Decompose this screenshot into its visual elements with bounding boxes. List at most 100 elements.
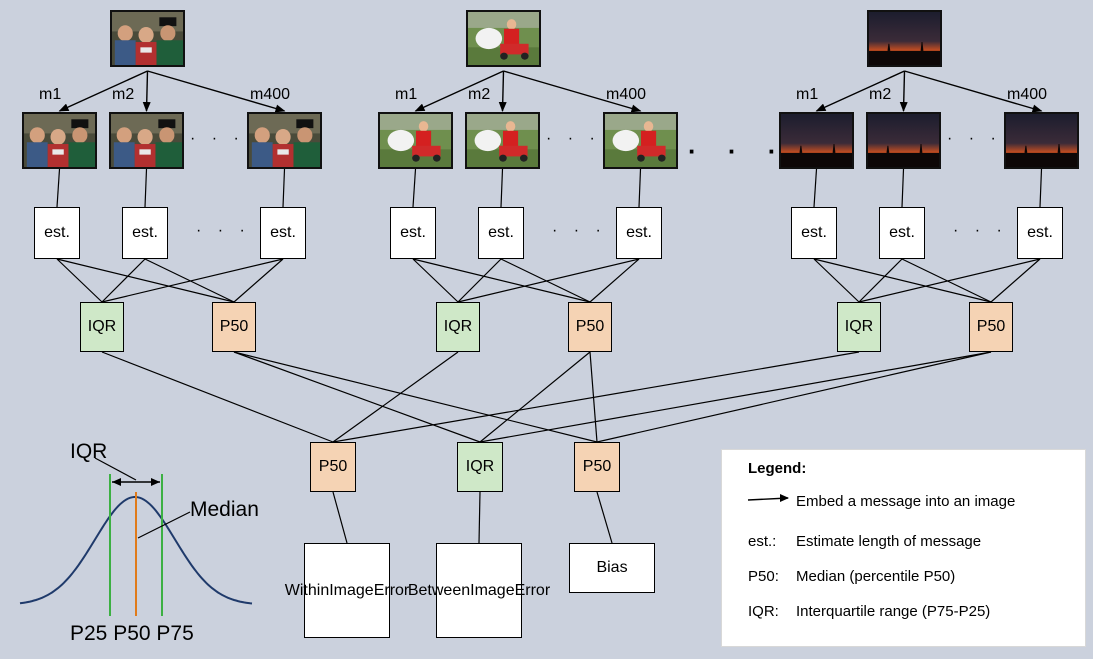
est-to-iqr-line: [813, 258, 860, 303]
legend-p50-text: Median (percentile P50): [796, 568, 956, 585]
est-to-iqr-line: [858, 258, 1041, 303]
group-ellipsis: · · ·: [688, 136, 789, 166]
embed-arrow: [498, 70, 507, 112]
est-to-p50-line: [990, 258, 1041, 303]
photo-of-boys-picture: [111, 114, 182, 167]
thumb-to-est-line: [901, 168, 905, 208]
est-to-p50-line: [589, 258, 640, 303]
est-to-iqr-line: [101, 258, 284, 303]
est-to-p50-line: [233, 258, 284, 303]
legend: Legend: Embed a message into an image es…: [721, 449, 1086, 647]
legend-arrow-icon: [747, 494, 789, 502]
est-ellipsis: · · ·: [552, 222, 607, 239]
group-iqr-box: IQR: [80, 302, 124, 352]
iqr-to-within-line: [332, 351, 860, 443]
stego-image-2-3: [603, 112, 678, 169]
photo-of-boys-picture: [249, 114, 320, 167]
iqr-arrowhead-right: [151, 478, 160, 486]
thumb-to-est-line: [56, 168, 61, 208]
message-label-m400: m400: [250, 86, 291, 103]
iqr-to-within-line: [332, 351, 459, 443]
est-to-iqr-line: [457, 258, 502, 303]
original-image-1: [110, 10, 185, 67]
estimate-box: est.: [1017, 207, 1063, 259]
thumb-to-est-line: [1039, 168, 1043, 208]
original-image-3: [867, 10, 942, 67]
stego-image-2-2: [465, 112, 540, 169]
embed-arrow: [503, 70, 642, 113]
group-iqr-box: IQR: [837, 302, 881, 352]
est-to-p50-line: [56, 258, 235, 303]
stego-image-3-2: [866, 112, 941, 169]
est-to-iqr-line: [101, 258, 146, 303]
p50-to-between-line: [233, 351, 481, 443]
stego-image-2-1: [378, 112, 453, 169]
photo-of-sunset-picture: [781, 114, 852, 167]
embed-arrow: [147, 70, 286, 113]
est-to-iqr-line: [858, 258, 903, 303]
estimate-box: est.: [879, 207, 925, 259]
legend-title: Legend:: [748, 460, 807, 477]
message-label-m1: m1: [39, 86, 62, 103]
node-to-output-line: [332, 491, 348, 544]
thumb-ellipsis: · · ·: [947, 130, 1002, 147]
photo-of-child-on-toy-car-picture: [380, 114, 451, 167]
est-ellipsis: · · ·: [196, 222, 251, 239]
stego-image-3-1: [779, 112, 854, 169]
message-label-m2: m2: [468, 86, 491, 103]
message-label-m400: m400: [606, 86, 647, 103]
node-to-output-line: [478, 491, 481, 544]
inset-iqr-label: IQR: [70, 440, 108, 463]
iqr-arrowhead-left: [112, 478, 121, 486]
photo-of-child-on-toy-car-picture: [468, 12, 539, 65]
embed-arrow: [899, 70, 908, 112]
estimate-box: est.: [390, 207, 436, 259]
thumb-ellipsis: · · ·: [546, 130, 601, 147]
group-p50-box: P50: [212, 302, 256, 352]
photo-of-boys-picture: [24, 114, 95, 167]
estimate-box: est.: [34, 207, 80, 259]
iqr-to-within-line: [101, 351, 334, 443]
legend-iqr-text: Interquartile range (P75-P25): [796, 603, 991, 620]
between-iqr-box: IQR: [457, 442, 503, 492]
est-to-iqr-line: [412, 258, 459, 303]
group-p50-box: P50: [568, 302, 612, 352]
embed-arrow: [142, 70, 151, 112]
stego-image-1-2: [109, 112, 184, 169]
estimate-box: est.: [616, 207, 662, 259]
est-ellipsis: · · ·: [953, 222, 1008, 239]
message-label-m2: m2: [112, 86, 135, 103]
group-iqr-box: IQR: [436, 302, 480, 352]
legend-est-key: est.:: [748, 533, 777, 550]
thumb-to-est-line: [282, 168, 286, 208]
p50-to-between-line: [479, 351, 992, 443]
message-label-m1: m1: [796, 86, 819, 103]
p50-to-bias-line: [233, 351, 598, 443]
message-label-m400: m400: [1007, 86, 1048, 103]
iqr-pointer-line: [94, 457, 137, 481]
message-label-m1: m1: [395, 86, 418, 103]
legend-iqr-key: IQR:: [748, 603, 779, 620]
legend-est-text: Estimate length of message: [796, 533, 982, 550]
thumb-to-est-line: [638, 168, 642, 208]
stego-image-3-3: [1004, 112, 1079, 169]
inset-percentile-labels: P25 P50 P75: [70, 622, 194, 645]
stego-image-1-1: [22, 112, 97, 169]
bias-p50-box: P50: [574, 442, 620, 492]
thumb-to-est-line: [412, 168, 417, 208]
est-to-p50-line: [412, 258, 591, 303]
estimate-box: est.: [260, 207, 306, 259]
est-to-iqr-line: [56, 258, 103, 303]
estimate-box: est.: [791, 207, 837, 259]
legend-arrow-text: Embed a message into an image: [796, 493, 1016, 510]
median-pointer-line: [137, 511, 191, 539]
thumb-to-est-line: [500, 168, 504, 208]
legend-p50-key: P50:: [748, 568, 779, 585]
photo-of-sunset-picture: [869, 12, 940, 65]
stego-image-1-3: [247, 112, 322, 169]
embed-arrow: [58, 70, 148, 112]
p50-to-bias-line: [596, 351, 992, 443]
